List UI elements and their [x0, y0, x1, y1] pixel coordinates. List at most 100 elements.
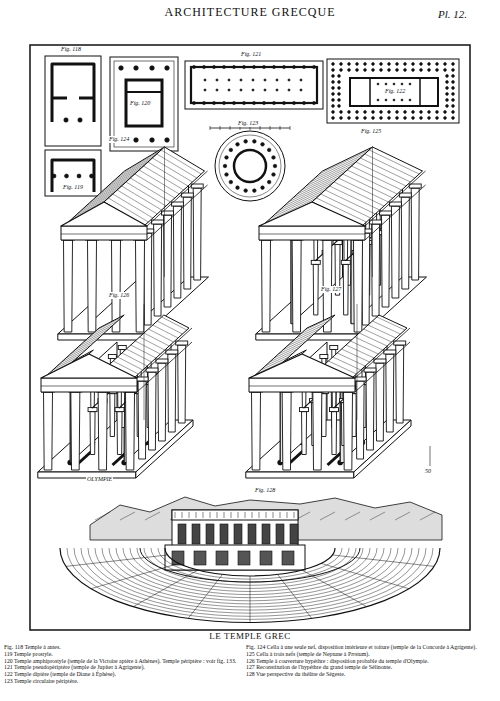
outline: [172, 510, 298, 520]
outline: [219, 135, 281, 197]
stroke: [196, 512, 197, 518]
column-dot: [446, 99, 449, 102]
outline: [320, 355, 328, 359]
column-dot: [412, 69, 415, 72]
outline: [327, 59, 459, 123]
temple-section: [246, 304, 411, 478]
stroke: [117, 190, 157, 214]
stroke: [126, 182, 166, 206]
caption-line: 122 Temple diptère (temple de Diane à Ép…: [4, 671, 240, 678]
column-dot: [388, 111, 391, 114]
column-dot: [372, 111, 375, 114]
figure-number: Fig. 122: [384, 88, 406, 95]
column-dot: [332, 81, 335, 84]
stroke: [249, 378, 355, 392]
plate-title: ARCHITECTURE GRECQUE: [0, 6, 500, 19]
stroke: [395, 512, 410, 520]
column-dot: [222, 101, 225, 104]
stroke: [332, 412, 337, 455]
column-dot: [78, 118, 82, 122]
stroke: [92, 321, 117, 334]
caption-line: 125 Cella à trois nefs (temple de Neptun…: [246, 651, 496, 658]
stroke: [365, 171, 426, 226]
stroke: [355, 328, 410, 378]
column-dot: [225, 156, 229, 160]
stroke: [342, 349, 370, 362]
column-dot: [261, 143, 265, 147]
stroke: [231, 512, 232, 518]
outline: [45, 56, 101, 146]
column-dot: [446, 93, 449, 96]
column-dot: [64, 118, 68, 122]
column-dot: [396, 111, 399, 114]
column-dot: [377, 99, 379, 101]
stroke: [382, 215, 390, 307]
stroke: [350, 341, 378, 354]
column-dot: [332, 69, 335, 72]
column-dot: [380, 69, 383, 72]
column-dot: [222, 65, 225, 68]
outline: [185, 61, 323, 109]
column-dot: [332, 63, 335, 66]
column-dot: [332, 105, 335, 108]
column-dot: [364, 63, 367, 66]
stroke: [249, 386, 355, 387]
outline: [118, 346, 126, 350]
callout-label: OLYMPIE: [86, 476, 113, 483]
stroke: [189, 512, 190, 518]
outline: [260, 551, 272, 565]
column-dot: [232, 65, 235, 68]
stroke: [91, 563, 179, 588]
column-dot: [225, 173, 229, 177]
stroke: [161, 150, 201, 174]
column-dot: [452, 117, 455, 120]
stroke: [376, 363, 384, 441]
column-dot: [409, 99, 411, 101]
stroke: [250, 576, 251, 622]
column-dot: [65, 174, 69, 178]
stroke: [293, 174, 343, 198]
stroke: [126, 392, 135, 470]
outline: [126, 80, 162, 126]
column-dot: [272, 156, 276, 160]
column-dot: [385, 83, 387, 85]
column-dot: [412, 111, 415, 114]
stroke: [52, 160, 94, 192]
stroke: [217, 512, 218, 518]
stroke: [104, 166, 144, 190]
temple-section: [256, 147, 427, 340]
column-dot: [134, 138, 139, 143]
stroke: [419, 78, 421, 106]
column-dot: [242, 101, 245, 104]
column-dot: [312, 65, 315, 68]
column-dot: [300, 89, 302, 91]
stroke: [120, 512, 135, 520]
column-dot: [452, 81, 455, 84]
column-dot: [240, 79, 242, 81]
column-dot: [446, 105, 449, 108]
stroke: [148, 372, 156, 450]
stroke: [137, 342, 192, 392]
column-dot: [420, 69, 423, 72]
stroke: [110, 394, 115, 437]
callout-label: 50: [424, 468, 432, 475]
outline: [262, 524, 270, 544]
column-dot: [401, 99, 403, 101]
stroke: [41, 378, 137, 392]
column-dot: [388, 63, 391, 66]
caption-line: 127 Reconstitution de l'hypèthre du gran…: [246, 664, 496, 671]
column-dot: [388, 117, 391, 120]
figure-number: Fig. 120: [129, 100, 151, 107]
column-dot: [396, 63, 399, 66]
column-dot: [436, 69, 439, 72]
stroke: [345, 512, 360, 520]
column-dot: [364, 69, 367, 72]
column-dot: [150, 66, 155, 71]
stroke: [245, 512, 246, 518]
stroke: [108, 162, 148, 186]
outline: [194, 551, 206, 565]
stroke: [401, 197, 409, 289]
column-dot: [253, 189, 257, 193]
column-dot: [202, 65, 205, 68]
outline: [45, 150, 101, 196]
